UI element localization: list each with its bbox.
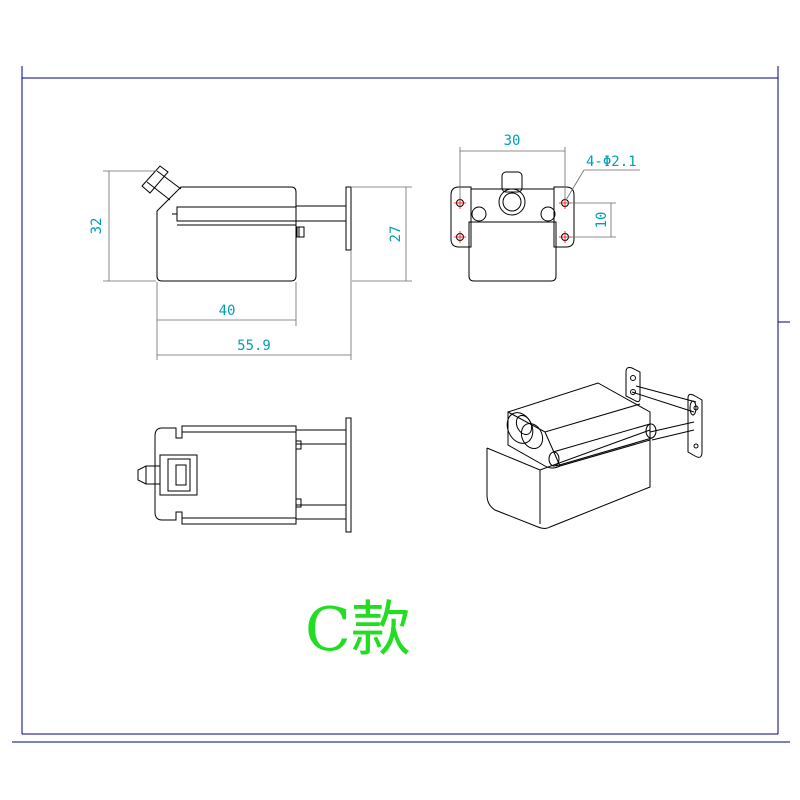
side-view [450, 171, 575, 282]
isometric-view [486, 367, 703, 529]
drawing-frame [12, 66, 790, 743]
hole-center-marks [454, 197, 571, 243]
dim-30-label: 30 [504, 133, 521, 149]
side-view-dimensions [459, 147, 640, 238]
top-view [137, 417, 352, 533]
dim-27-label: 27 [388, 226, 404, 243]
model-title: C款 [305, 595, 411, 665]
front-view-dimensions [103, 170, 412, 360]
dim-32-label: 32 [89, 218, 105, 235]
dim-40-label: 40 [219, 303, 236, 319]
front-view [141, 165, 352, 282]
dim-55-9-label: 55.9 [237, 338, 271, 354]
dim-10-label: 10 [594, 212, 610, 229]
dim-holes-label: 4-Φ2.1 [586, 154, 637, 170]
